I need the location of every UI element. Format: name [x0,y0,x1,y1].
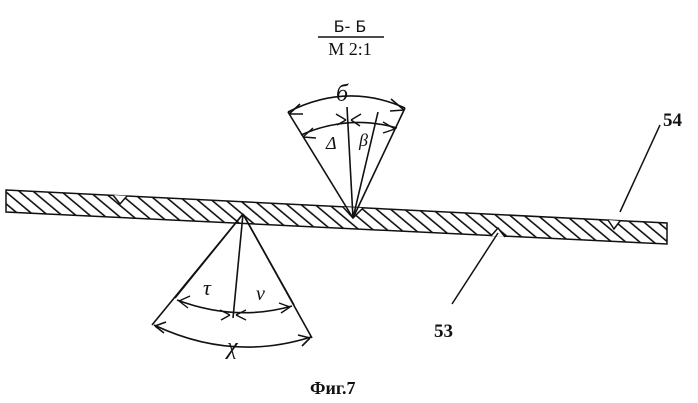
angle-upper-left-label: Δ [325,133,337,153]
scale-label: М 2:1 [328,39,372,59]
figure-caption: Фиг.7 [310,378,355,398]
lower-angle-fan: τ ν χ [152,214,312,360]
section-label: Б- Б [334,17,367,36]
angle-lower-right-label: ν [256,283,265,305]
angle-lower-outer-label: χ [225,334,239,360]
angle-upper-outer-label: б [336,81,349,107]
lower-right-inner-line [243,214,294,305]
leader-54 [620,125,660,212]
angle-upper-right-label: β [358,130,368,150]
section-strip [6,190,667,244]
angle-lower-left-label: τ [203,275,212,300]
ref-53: 53 [434,321,453,342]
upper-inner-line [353,112,378,218]
lower-axis-line [233,214,243,318]
upper-axis-line [347,107,353,218]
leader-53 [452,233,498,304]
ref-54: 54 [663,110,683,131]
upper-angle-fan: б Δ β [288,81,405,218]
